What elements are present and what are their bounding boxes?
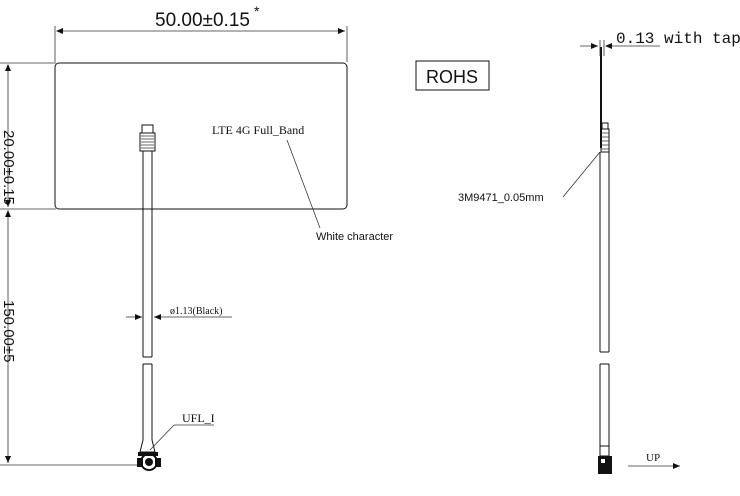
up-label: UP xyxy=(646,452,660,464)
ufl-connector: UFL_I xyxy=(137,411,215,471)
front-cable: ø1.13(Black) xyxy=(126,124,232,440)
cable-diameter-label: ø1.13(Black) xyxy=(170,306,223,317)
antenna-text: LTE 4G Full_Band xyxy=(212,123,304,137)
side-view: 0.13 with tape 3M9471_0.05mm UP xyxy=(458,30,740,474)
rohs-label: ROHS xyxy=(426,67,478,87)
width-star: * xyxy=(254,3,260,19)
left-dimensions: 20.00±0.15 150.00±5 xyxy=(0,62,140,466)
white-character-label: White character xyxy=(316,231,393,243)
tape-thickness-label: 0.13 with tape xyxy=(616,30,740,48)
left-top-dimension-label: 20.00±0.15 xyxy=(0,130,17,205)
width-label: 50.00±0.15 xyxy=(155,10,250,31)
width-dimension: 50.00±0.15 * xyxy=(54,3,348,62)
connector-label: UFL_I xyxy=(182,411,215,425)
antenna-body xyxy=(54,62,348,210)
left-bottom-dimension-label: 150.00±5 xyxy=(0,300,17,362)
adhesive-label: 3M9471_0.05mm xyxy=(458,192,544,204)
rohs-box xyxy=(415,60,490,91)
